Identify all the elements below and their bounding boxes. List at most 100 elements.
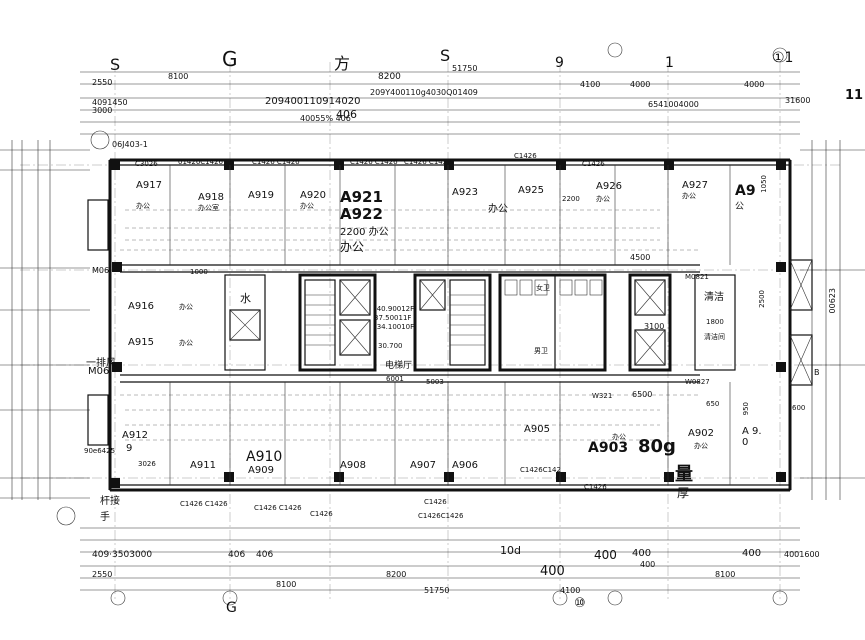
dim-text: 6541004000 [648,100,699,109]
room-id: A912 [122,430,148,441]
room-use: 办公 [136,202,150,210]
room-use: 办公 [488,204,508,215]
dim-text: 31600 [785,96,811,105]
room-use: 办公 [612,433,626,441]
dim-text: 8200 [378,72,401,82]
dim-text: 406 [256,550,274,560]
room-use: 公 [735,202,745,212]
dim-text: 2550 [92,570,113,579]
annotation: 量 [675,464,693,485]
room-use: 办公 [179,339,194,347]
partitions-bottom [169,382,731,485]
room-a905: A905 [524,424,550,435]
room-a907: A907 [410,460,436,471]
grid-label: 1 [665,55,674,71]
dim-text: 4100 [560,586,581,595]
core-men: 男卫 [534,347,548,355]
room-a909: A909 [248,465,274,476]
window-code: C1426 [582,160,605,168]
room-a925: A925 办公 [488,185,544,215]
dim-text: 40055% 406 [300,114,351,123]
room-a911: A911 [190,460,216,471]
window-code: C1426 C1426 [350,158,398,166]
room-use: 办公 [596,195,610,203]
window-code: 01426C1426 [178,158,223,166]
dim-text: 6500 [632,390,653,399]
room-a918: A918 办公室 [198,192,224,213]
dim-text: 00623 [828,288,837,314]
dim-text: 406 [336,108,357,121]
elevator-level: (34.10010F [374,323,415,331]
code-label: W0827 [685,378,710,386]
dim-text: 8100 [715,570,736,579]
dim-text: 1000 [190,268,208,276]
grid-bubbles [56,42,788,606]
room-id: A916 [128,301,154,312]
dim-text: 409·3503000 [92,550,153,560]
grid-label: G [222,47,238,71]
dim-text: 2500 [758,290,766,308]
exterior-walls [108,158,792,492]
dim-text: 400 [640,560,656,569]
core-elevator-hall: 电梯厅 [385,361,413,371]
room-a902: A902 [688,428,714,439]
dim-text: 406 [228,550,246,560]
room-use: 办公 [300,202,314,210]
grid-label: 9 [555,55,564,71]
side-dimension-lines [0,140,865,500]
window-code: C1426 C1426 [252,158,300,166]
dim-text: 3000 [92,106,113,115]
code-label: M0821 [685,273,709,281]
elevator-level: (40.90012F) [374,305,417,313]
dim-text: 10d [500,544,521,557]
grid-label: 11 [845,88,864,103]
desk-rows [125,209,660,441]
room-id: A922 [340,205,383,223]
dim-text: 600 [792,404,806,412]
annotation: 手 [100,512,110,523]
dim-text: 3026 [138,460,156,468]
room-use: 办公 [340,240,365,254]
room-id: A925 [518,185,544,196]
core-water: 水 [240,292,251,305]
room-id: 9 [126,443,133,454]
dim-text: 8200 [386,570,407,579]
room-id: A915 [128,337,154,348]
room-a927: A927 办公 [682,180,708,201]
annotation: 一排风 [86,358,116,369]
annotation: 厚 [677,486,690,500]
elevator-level: 37.50011F [374,314,412,322]
room-use: 办公室 [198,204,219,212]
end-stairs [87,199,813,446]
bottom-dimension-lines [80,527,800,591]
room-a920: A920 办公 [300,190,326,211]
dim-text: 2200 [562,195,580,203]
structural-columns [110,160,786,488]
window-code: C1426 C1426 [254,504,302,512]
dim-text: 1050 [760,175,768,193]
dim-text: 209400110914020 [265,96,361,107]
core-clean-room: 清洁间 [704,333,725,341]
grid-label: S [110,55,121,74]
grid-label: ①1 [772,50,794,66]
dim-text: 90e6425 [84,447,116,455]
room-id: A927 [682,180,708,191]
room-a910: A910 [246,449,283,465]
room-id: A9 [735,183,756,199]
room-a903: A903 [588,440,629,456]
annotation: A 9. 0 [742,426,762,448]
room-a906: A906 [452,460,478,471]
room-a908: A908 [340,460,366,471]
dim-text: 8100 [168,72,189,81]
dim-text: 1800 [706,318,724,326]
room-a919: A919 [248,190,274,201]
room-id: A926 [596,181,622,192]
core-women: 女卫 [536,284,550,292]
room-use: 办公 [179,303,194,311]
room-id: A917 [136,180,162,191]
annotation: 80g [638,436,676,457]
code-label: W321 [592,392,613,400]
dim-text: 5003 [426,378,444,386]
annotation: M06 [88,366,110,377]
